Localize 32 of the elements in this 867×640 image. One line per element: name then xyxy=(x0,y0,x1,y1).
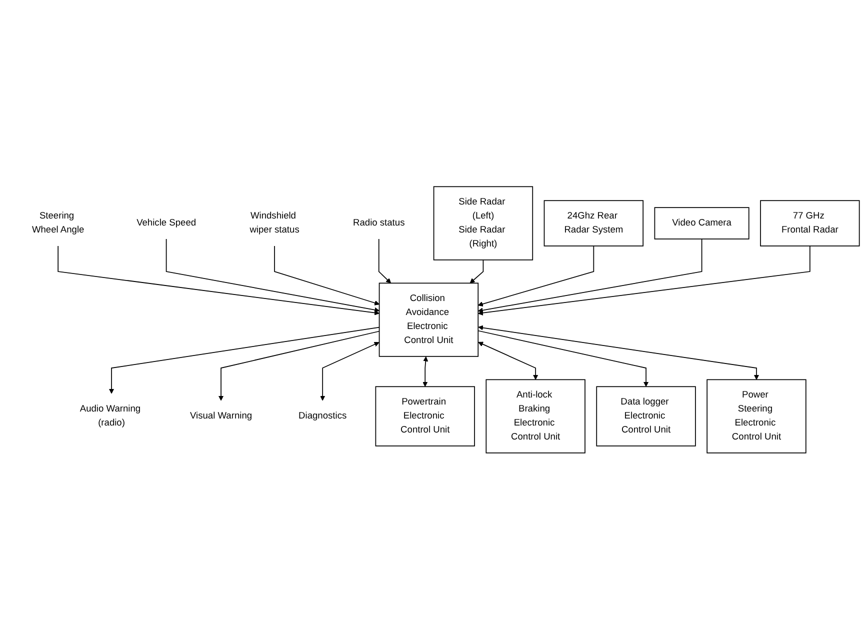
node-box xyxy=(374,386,474,447)
arrow xyxy=(478,342,538,380)
arrow xyxy=(422,356,428,388)
node-text: Windshield wiper status xyxy=(249,211,299,236)
arrow xyxy=(469,260,484,284)
arrow xyxy=(108,327,380,394)
arrow xyxy=(274,246,380,306)
arrow xyxy=(477,246,594,307)
node-box xyxy=(596,386,696,447)
arrow xyxy=(477,238,702,313)
node-box xyxy=(760,200,860,247)
node-text: Steering Wheel Angle xyxy=(31,211,84,236)
arrow xyxy=(378,238,391,284)
node-text: Audio Warning (radio) xyxy=(79,404,140,428)
node-box xyxy=(485,379,585,454)
arrow xyxy=(478,325,759,380)
arrow xyxy=(57,246,380,316)
arrow xyxy=(477,246,810,316)
arrow xyxy=(165,238,380,313)
node-box xyxy=(543,200,643,247)
node-box xyxy=(432,186,533,261)
node-text: Radio status xyxy=(352,218,404,228)
node-box xyxy=(378,282,478,358)
node-text: Vehicle Speed xyxy=(136,218,196,228)
node-text: Visual Warning xyxy=(190,411,252,422)
node-text: Diagnostics xyxy=(298,411,346,422)
arrow xyxy=(320,342,379,402)
node-box xyxy=(706,379,806,454)
block-diagram: Steering Wheel Angle Vehicle Speed Windshield wiper status Radio status Side Radar (Left) Side Radar (Right) 24Ghz Rear Radar System Video Camera 77 GHz Frontal Radar Collision Avoidance Electronic Control Unit Audio Warning (radio) Visual Warning Diagnostics Powertrain Electronic Control Unit Anti-lock Braking Electronic Control Unit Data logger Electronic Control Unit Power Steering Electronic Control Unit xyxy=(4,182,864,458)
node-box xyxy=(654,207,749,240)
arrow xyxy=(477,330,648,388)
arrow xyxy=(218,331,380,402)
